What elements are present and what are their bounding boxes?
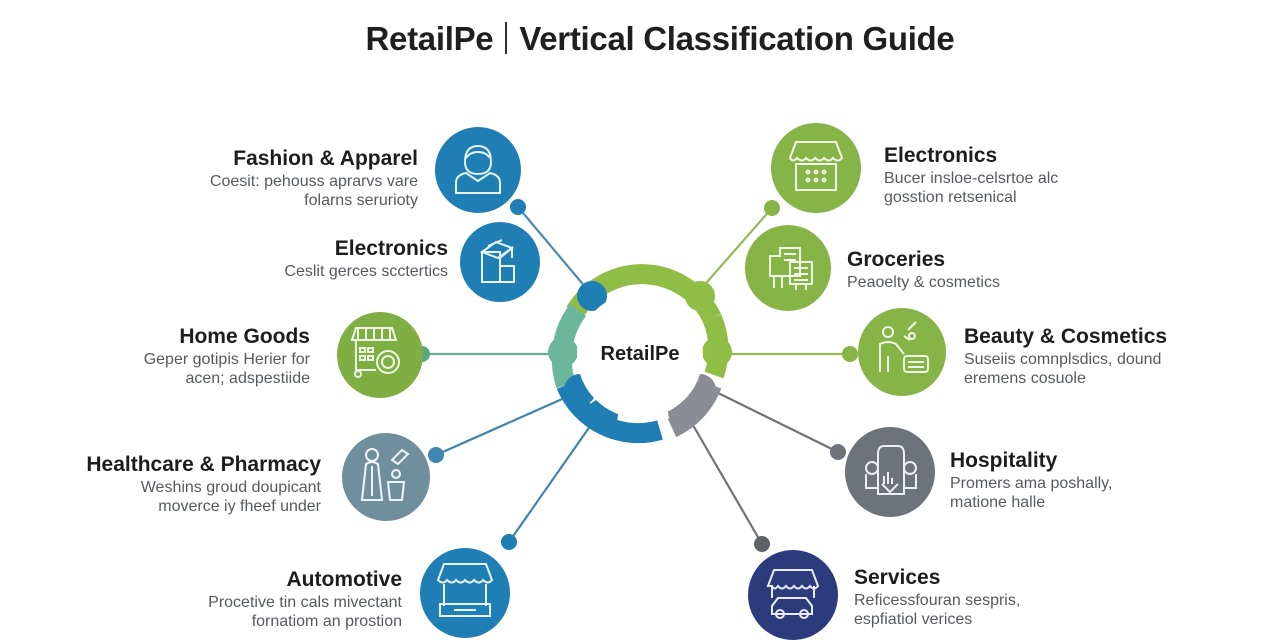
node-fashion[interactable] — [435, 127, 521, 213]
label-beauty: Beauty & Cosmetics Suseiis comnplsdics, … — [964, 324, 1264, 388]
hotel-desk-icon — [865, 445, 917, 495]
node-hospitality[interactable] — [845, 427, 935, 517]
hub-ring — [548, 264, 732, 444]
vertical-desc: Procetive tin cals mivectant — [208, 594, 402, 611]
label-automotive: Automotive Procetive tin cals mivectant … — [140, 567, 402, 631]
label-healthcare: Healthcare & Pharmacy Weshins groud doup… — [40, 452, 321, 516]
node-automotive[interactable] — [420, 548, 510, 638]
car-service-icon — [766, 569, 820, 619]
vertical-name: Beauty & Cosmetics — [964, 325, 1168, 348]
storefront-screen-icon — [788, 141, 844, 191]
vertical-desc: Promers ama poshally, — [950, 475, 1113, 492]
title-divider — [505, 22, 508, 54]
vertical-desc: Suseiis comnplsdics, dound — [964, 351, 1162, 368]
vertical-name: Groceries — [847, 248, 946, 271]
vertical-desc: Weshins groud doupicant — [140, 479, 321, 496]
vertical-desc: folarns serurioty — [304, 192, 418, 209]
vertical-desc: Ceslit gerces scctertics — [284, 263, 448, 280]
page-title: RetailPe Vertical Classification Guide — [0, 20, 1280, 58]
receipt-cart-icon — [769, 247, 813, 290]
vertical-desc: Peaoelty & cosmetics — [847, 274, 1000, 291]
node-beauty[interactable] — [858, 308, 946, 396]
vertical-desc: acen; adspestiide — [185, 370, 310, 387]
node-electronics-right[interactable] — [771, 123, 861, 213]
node-electronics-left[interactable] — [460, 222, 540, 302]
vertical-name: Healthcare & Pharmacy — [86, 453, 321, 476]
node-groceries[interactable] — [745, 225, 831, 311]
node-home-goods[interactable] — [337, 312, 423, 398]
storefront-icon — [436, 563, 494, 617]
vertical-name: Hospitality — [950, 449, 1058, 472]
vertical-name: Fashion & Apparel — [233, 147, 418, 170]
storefront-cart-icon — [350, 327, 400, 378]
hub-label: RetailPe — [600, 343, 680, 365]
vertical-desc: eremens cosuole — [964, 370, 1086, 387]
node-healthcare[interactable] — [342, 433, 430, 521]
label-home-goods: Home Goods Geper gotipis Herier for acen… — [90, 324, 310, 388]
vertical-desc: fornatiom an prostion — [251, 613, 402, 630]
vertical-name: Services — [854, 566, 941, 589]
label-electronics-left: Electronics Ceslit gerces scctertics — [200, 236, 448, 281]
vertical-desc: espfiatiol verices — [854, 611, 973, 628]
vertical-name: Electronics — [884, 144, 998, 167]
brand-name: RetailPe — [365, 20, 494, 57]
connector-lines — [422, 206, 850, 545]
title-text: Vertical Classification Guide — [519, 20, 955, 57]
vertical-name: Automotive — [286, 568, 403, 591]
label-groceries: Groceries Peaoelty & cosmetics — [847, 247, 1087, 292]
label-fashion: Fashion & Apparel Coesit: pehouss aprarv… — [160, 146, 418, 210]
vertical-desc: gosstion retsenical — [884, 189, 1017, 206]
vertical-desc: Geper gotipis Herier for — [143, 351, 310, 368]
label-services: Services Reficessfouran sespris, espfiat… — [854, 565, 1094, 629]
box-icon — [479, 239, 515, 283]
vertical-name: Home Goods — [179, 325, 310, 348]
node-services[interactable] — [748, 550, 838, 640]
person-icon — [455, 144, 501, 194]
vertical-desc: moverce iy fheef under — [158, 498, 321, 515]
vertical-desc: matione halle — [950, 494, 1046, 511]
vertical-name: Electronics — [334, 237, 448, 260]
vertical-desc: Coesit: pehouss aprarvs vare — [209, 173, 418, 190]
vertical-desc: Bucer insloe-celsrtoe alc — [884, 170, 1059, 187]
label-electronics-right: Electronics Bucer insloe-celsrtoe alc go… — [884, 143, 1144, 207]
pharmacist-icon — [360, 448, 410, 501]
beautician-icon — [879, 321, 929, 373]
vertical-desc: Reficessfouran sespris, — [854, 592, 1021, 609]
label-hospitality: Hospitality Promers ama poshally, mation… — [950, 448, 1190, 512]
